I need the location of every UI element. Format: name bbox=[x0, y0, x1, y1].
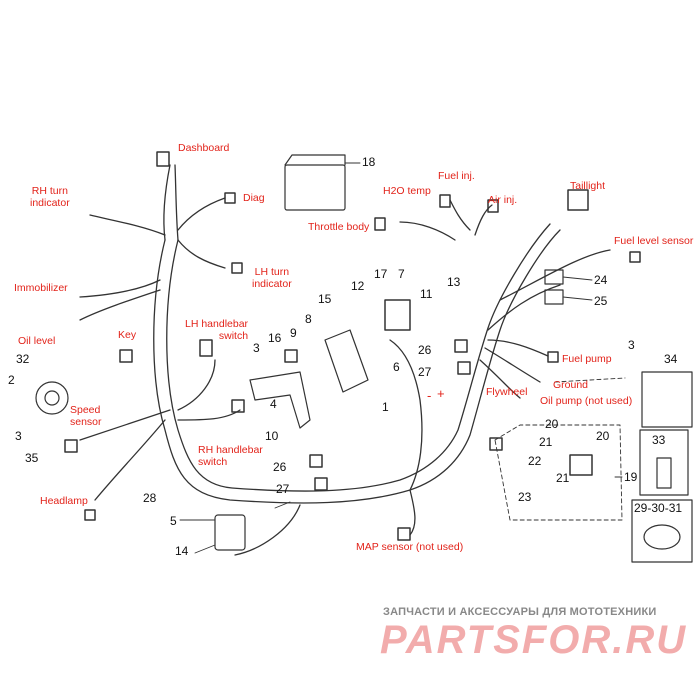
part-number: 20 bbox=[545, 417, 559, 431]
part-number: 6 bbox=[393, 360, 400, 374]
label-diag: Diag bbox=[243, 192, 265, 204]
part-number: 26 bbox=[418, 343, 432, 357]
label-key: Key bbox=[118, 329, 137, 341]
part-number: 33 bbox=[652, 433, 666, 447]
part-number: 29-30-31 bbox=[634, 501, 683, 515]
part-number: 32 bbox=[16, 352, 30, 366]
label-headlamp: Headlamp bbox=[40, 495, 88, 507]
main-harness bbox=[79, 164, 611, 556]
label-fuel-pump: Fuel pump bbox=[562, 353, 612, 365]
label-fuel-level-sensor: Fuel level sensor bbox=[614, 235, 694, 247]
part-number: 13 bbox=[447, 275, 461, 289]
part-number: 14 bbox=[175, 544, 189, 558]
bracket bbox=[249, 371, 311, 429]
label-map-sensor: MAP sensor (not used) bbox=[356, 541, 464, 553]
dashed-group bbox=[494, 424, 623, 521]
tool-pouch bbox=[641, 371, 693, 428]
part-number: 23 bbox=[518, 490, 532, 504]
part-number: 3 bbox=[253, 341, 260, 355]
label-ground: Ground bbox=[553, 379, 589, 391]
ecu bbox=[324, 329, 369, 393]
part-number: 4 bbox=[270, 397, 277, 411]
part-number: 22 bbox=[528, 454, 542, 468]
label-air-inj: Air inj. bbox=[488, 194, 518, 206]
regulator bbox=[214, 514, 246, 551]
label-flywheel: Flywheel bbox=[486, 386, 528, 398]
part-number: 24 bbox=[594, 273, 608, 287]
part-number: 35 bbox=[25, 451, 39, 465]
label-minus: - bbox=[427, 388, 432, 403]
label-dashboard: Dashboard bbox=[178, 142, 230, 154]
label-rh-handlebar-switch: RH handlebar switch bbox=[198, 444, 263, 468]
label-speed-sensor: Speed sensor bbox=[70, 404, 102, 428]
part-number: 34 bbox=[664, 352, 678, 366]
part-number: 19 bbox=[624, 470, 638, 484]
label-h2o-temp: H2O temp bbox=[383, 185, 431, 197]
label-plus: + bbox=[437, 386, 445, 401]
horn bbox=[35, 381, 69, 415]
watermark-logo: PARTSFOR.RU bbox=[380, 618, 688, 662]
watermark-subtitle: ЗАПЧАСТИ И АКСЕССУАРЫ ДЛЯ МОТОТЕХНИКИ bbox=[383, 606, 657, 618]
connectors bbox=[64, 151, 641, 541]
part-number: 3 bbox=[628, 338, 635, 352]
part-number: 2 bbox=[8, 373, 15, 387]
part-number: 26 bbox=[273, 460, 287, 474]
label-throttle-body: Throttle body bbox=[308, 221, 370, 233]
part-number: 27 bbox=[418, 365, 432, 379]
part-number: 25 bbox=[594, 294, 608, 308]
part-number: 7 bbox=[398, 267, 405, 281]
label-oil-pump: Oil pump (not used) bbox=[540, 395, 633, 407]
part-number: 18 bbox=[362, 155, 376, 169]
battery bbox=[284, 154, 346, 211]
part-number: 3 bbox=[15, 429, 22, 443]
part-number: 5 bbox=[170, 514, 177, 528]
box-29-30-31 bbox=[631, 499, 693, 563]
part-number: 20 bbox=[596, 429, 610, 443]
relay-25 bbox=[544, 289, 564, 305]
label-taillight: Taillight bbox=[570, 180, 606, 192]
part-number: 1 bbox=[382, 400, 389, 414]
part-number: 21 bbox=[556, 471, 570, 485]
label-oil-level: Oil level bbox=[18, 335, 56, 347]
label-lh-turn-indicator: LH turn indicator bbox=[252, 266, 292, 290]
label-rh-turn-indicator: RH turn indicator bbox=[30, 185, 70, 209]
label-lh-handlebar-switch: LH handlebar switch bbox=[185, 318, 249, 342]
part-number: 10 bbox=[265, 429, 279, 443]
part-number: 11 bbox=[420, 287, 433, 301]
part-number: 9 bbox=[290, 326, 297, 340]
part-number: 27 bbox=[276, 482, 290, 496]
part-number: 15 bbox=[318, 292, 332, 306]
part-number: 16 bbox=[268, 331, 282, 345]
part-number: 28 bbox=[143, 491, 157, 505]
box-33 bbox=[639, 429, 689, 496]
label-immobilizer: Immobilizer bbox=[14, 282, 68, 294]
part-number: 12 bbox=[351, 279, 365, 293]
part-number: 17 bbox=[374, 267, 388, 281]
part-number: 8 bbox=[305, 312, 312, 326]
label-fuel-inj: Fuel inj. bbox=[438, 170, 475, 182]
part-number: 21 bbox=[539, 435, 553, 449]
